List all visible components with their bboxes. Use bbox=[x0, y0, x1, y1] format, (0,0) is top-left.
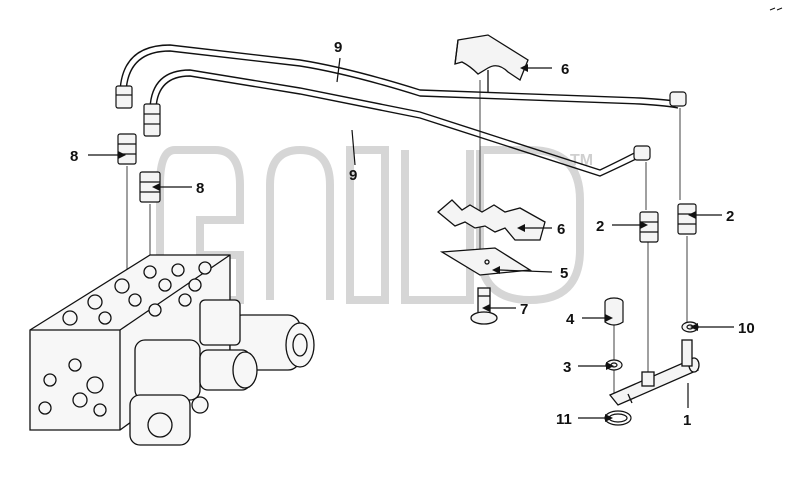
watermark-tm: TM bbox=[570, 152, 593, 169]
callout-8-right: 8 bbox=[196, 180, 204, 197]
clamp-6-bottom bbox=[436, 199, 546, 241]
tube-upper bbox=[119, 44, 681, 109]
tube-nut-left-a bbox=[115, 85, 133, 109]
callout-8-left: 8 bbox=[70, 148, 78, 165]
solenoid-lower bbox=[129, 394, 209, 446]
pin-4 bbox=[604, 297, 624, 326]
callout-2-right: 2 bbox=[726, 208, 734, 225]
callout-2-left: 2 bbox=[596, 218, 604, 235]
callout-11: 11 bbox=[556, 411, 572, 428]
callout-9-lower: 9 bbox=[349, 167, 357, 184]
solenoid-mid bbox=[134, 339, 258, 401]
adapter-8-left bbox=[117, 133, 137, 165]
fitting-2-right bbox=[677, 203, 697, 235]
plate-5 bbox=[439, 247, 532, 276]
leader-lines bbox=[88, 57, 734, 419]
callout-10: 10 bbox=[738, 320, 755, 337]
callout-6-bottom: 6 bbox=[557, 221, 565, 238]
callout-9-upper: 9 bbox=[334, 39, 342, 56]
tube-lower bbox=[149, 69, 643, 177]
manifold-1 bbox=[608, 339, 700, 406]
leader-arrows bbox=[118, 64, 698, 422]
clamp-6-top bbox=[454, 34, 529, 92]
tube-end-right-lower bbox=[633, 145, 651, 161]
callout-7: 7 bbox=[520, 301, 528, 318]
corner-mark bbox=[769, 7, 783, 11]
fitting-2-left bbox=[639, 211, 659, 243]
callout-5: 5 bbox=[560, 265, 568, 282]
tube-end-right-upper bbox=[669, 91, 687, 107]
callout-6-top: 6 bbox=[561, 61, 569, 78]
callout-1: 1 bbox=[683, 412, 691, 429]
tube-nut-left-b bbox=[143, 103, 161, 137]
callout-4: 4 bbox=[566, 311, 575, 328]
callout-3: 3 bbox=[563, 359, 571, 376]
